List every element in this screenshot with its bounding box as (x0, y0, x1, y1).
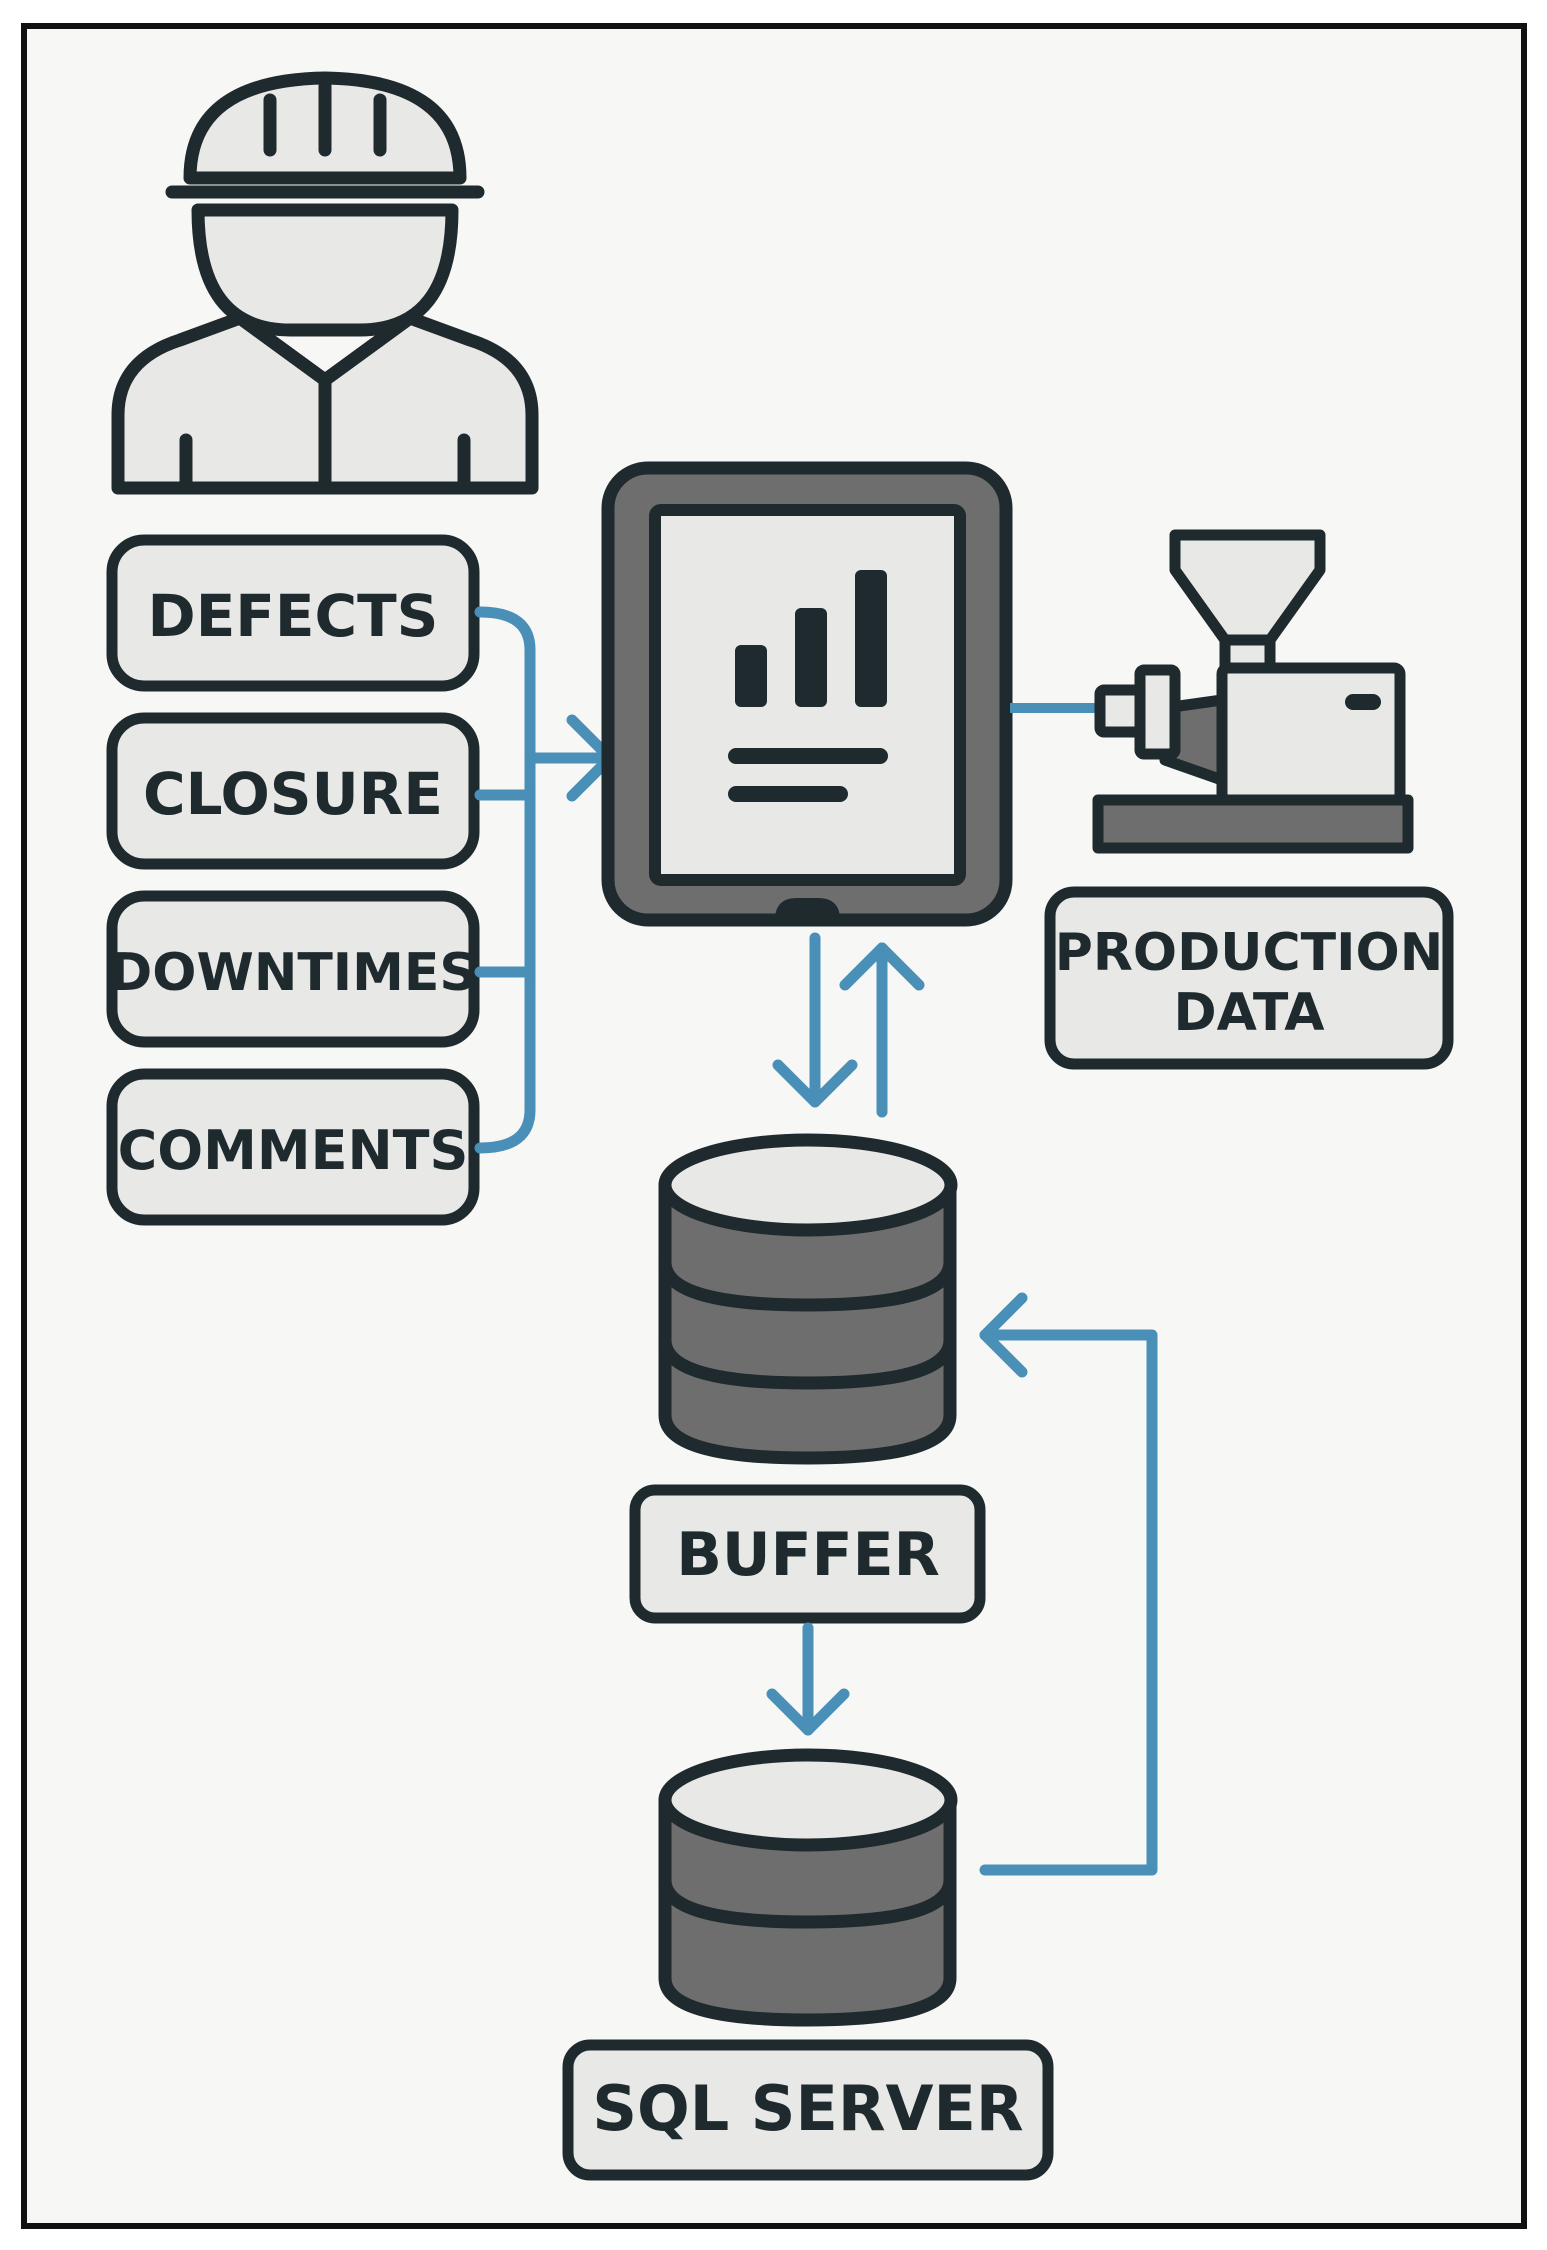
comments-box (106, 1068, 480, 1226)
production-data-label-line1: PRODUCTION (1055, 923, 1443, 983)
defects-box (106, 534, 480, 692)
sql-server-database-icon (658, 1748, 958, 2027)
buffer-sql-arrow (766, 1622, 850, 1736)
buffer-database-icon (658, 1133, 958, 1465)
worker-icon (111, 71, 539, 495)
sql-server-label: SQL SERVER (592, 2072, 1023, 2145)
comments-label: COMMENTS (118, 1119, 469, 1182)
downtimes-label: DOWNTIMES (109, 943, 477, 1003)
buffer-label: BUFFER (676, 1520, 940, 1590)
production-data-label-line2: DATA (1173, 983, 1324, 1043)
closure-box (106, 712, 480, 870)
closure-label: CLOSURE (143, 760, 443, 828)
tablet-buffer-arrows (772, 932, 925, 1118)
downtimes-box (106, 890, 480, 1048)
production-data-box (1044, 886, 1454, 1070)
buffer-box (629, 1484, 986, 1624)
tablet-dashboard-icon (601, 461, 1013, 927)
defects-label: DEFECTS (148, 582, 439, 650)
injection-molding-machine-icon (1092, 529, 1414, 854)
sql-buffer-return-arrow (979, 1292, 1158, 1876)
sql-server-box (562, 2039, 1054, 2181)
